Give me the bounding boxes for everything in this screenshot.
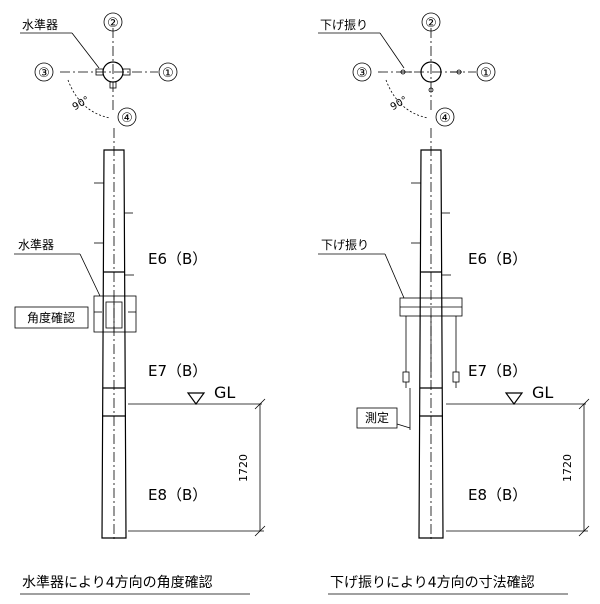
right-plumb-bob-left	[402, 371, 410, 383]
right-dir-4: ④	[439, 111, 451, 126]
right-elevation: 下げ振り 測定 E6（B） E7（B） E8（B） GL 1720	[318, 128, 590, 542]
left-gl-label: GL	[214, 383, 235, 402]
left-plan-view: 90° ② ③ ① ④ 水準器	[20, 12, 178, 127]
right-dir-1: ①	[480, 66, 492, 81]
left-pole	[101, 149, 127, 539]
left-dir-3: ③	[38, 66, 50, 81]
right-dir-2: ②	[425, 16, 437, 31]
right-plan-view: 90° ② ③ ① ④ 下げ振り	[318, 12, 496, 127]
left-seg-e6: E6（B）	[148, 250, 207, 268]
right-check-label: 測定	[365, 410, 389, 425]
left-dir-2: ②	[107, 16, 119, 31]
left-dir-1: ①	[162, 66, 174, 81]
right-caption: 下げ振りにより4方向の寸法確認	[330, 575, 535, 591]
left-level-tool	[93, 295, 137, 333]
right-tool-label-side: 下げ振り	[321, 238, 369, 252]
right-drawing: 90° ② ③ ① ④ 下げ振り	[318, 12, 590, 595]
right-seg-e7: E7（B）	[468, 362, 527, 380]
left-angle-label: 90°	[71, 95, 92, 113]
right-seg-e6: E6（B）	[468, 250, 527, 268]
left-tool-label-top: 水準器	[22, 17, 58, 32]
left-seg-e7: E7（B）	[148, 362, 207, 380]
left-dir-4: ④	[121, 111, 133, 126]
left-height-dim: 1720	[237, 454, 250, 482]
right-angle-label: 90°	[389, 95, 410, 113]
left-caption: 水準器により4方向の角度確認	[22, 575, 213, 591]
right-pole-section	[420, 61, 442, 83]
right-plumb-bob-right	[452, 371, 460, 383]
left-tool-label-side: 水準器	[18, 237, 54, 252]
left-drawing: 90° ② ③ ① ④ 水準器	[14, 12, 266, 595]
right-tool-label-top: 下げ振り	[320, 18, 368, 32]
left-check-box	[14, 306, 89, 329]
right-check-box	[356, 407, 398, 429]
left-seg-e8: E8（B）	[148, 486, 207, 504]
left-check-label: 角度確認	[27, 310, 75, 325]
right-height-dim: 1720	[561, 454, 574, 482]
right-gl-label: GL	[532, 383, 553, 402]
right-gl-marker	[504, 392, 524, 406]
left-gl-marker	[186, 392, 206, 406]
right-seg-e8: E8（B）	[468, 486, 527, 504]
right-dir-3: ③	[356, 66, 368, 81]
right-pole	[418, 149, 444, 539]
left-elevation: 水準器 角度確認 E6（B） E7（B） E8（B） GL 1720	[14, 128, 266, 542]
